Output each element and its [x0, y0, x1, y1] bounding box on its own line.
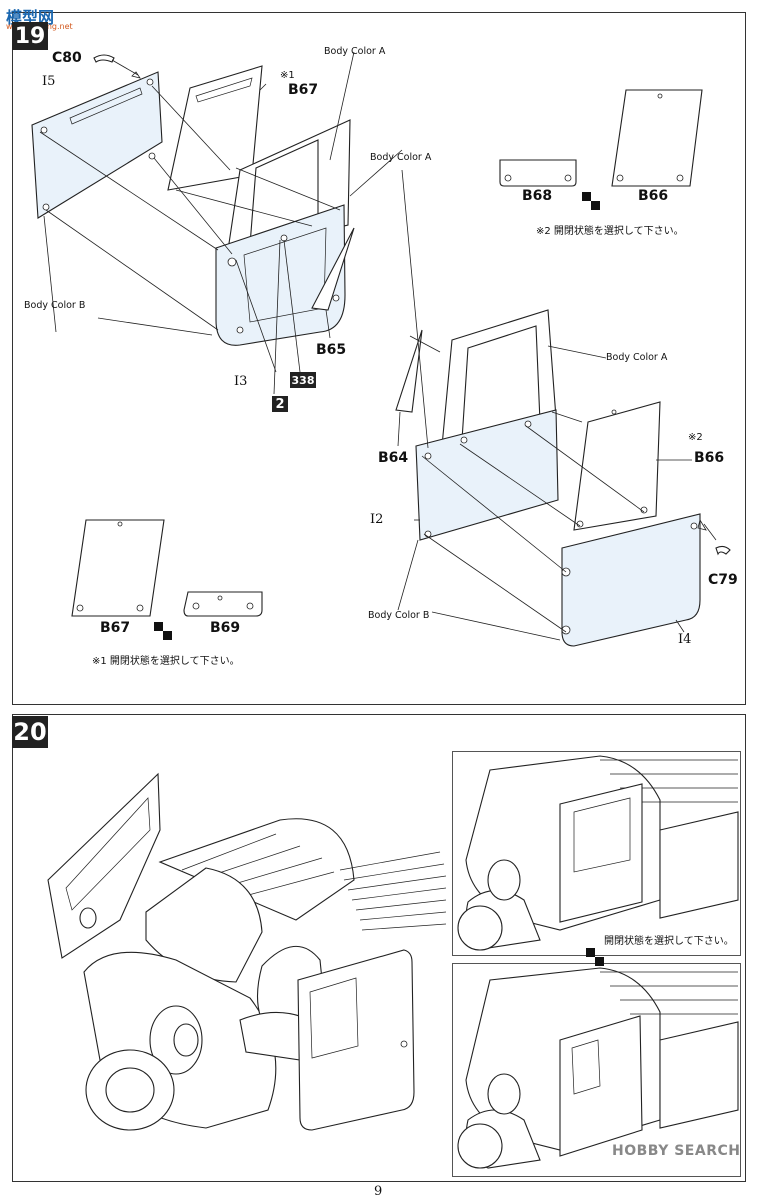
label-c80: C80 — [52, 50, 82, 66]
step-20-number: 20 — [12, 716, 48, 748]
subview-frame-closed — [452, 751, 741, 956]
paint-number-badge: 338 — [290, 372, 316, 388]
note-2-text: ※2 開閉状態を選択して下さい。 — [536, 226, 684, 237]
label-body-color-b-left: Body Color B — [24, 300, 86, 311]
label-body-color-a-top: Body Color A — [370, 152, 432, 163]
label-c79: C79 — [708, 572, 738, 588]
label-body-color-a-mid: Body Color A — [606, 352, 668, 363]
car-subview-open — [457, 967, 739, 1169]
label-b66-option: B66 — [638, 188, 669, 204]
label-i5: I5 — [42, 74, 56, 89]
car-subview-closed — [457, 755, 739, 951]
part-c79 — [715, 545, 731, 556]
part-b66-option — [611, 89, 703, 187]
label-b65: B65 — [316, 342, 347, 358]
part-i2-panel — [415, 409, 559, 541]
label-body-color-b-right: Body Color B — [368, 610, 430, 621]
choose-icon — [586, 948, 604, 966]
label-b66-right: B66 — [694, 450, 725, 466]
choose-icon — [582, 192, 600, 210]
part-b68 — [499, 159, 577, 187]
label-b67-option: B67 — [100, 620, 131, 636]
note-2-mark: ※2 — [688, 432, 703, 443]
label-b67: B67 — [288, 82, 319, 98]
paint-sub-badge: 2 — [272, 396, 288, 412]
note-1-mark: ※1 — [280, 70, 295, 81]
step-20-panel — [12, 714, 746, 1182]
part-b69 — [183, 591, 263, 617]
step-19-panel — [12, 12, 746, 705]
part-i5-panel — [31, 71, 163, 219]
label-b64: B64 — [378, 450, 409, 466]
label-body-color-a-left: Body Color A — [324, 46, 386, 57]
note-1-text: ※1 開閉状態を選択して下さい。 — [92, 656, 240, 667]
label-b69: B69 — [210, 620, 241, 636]
choose-icon — [154, 622, 172, 640]
car-illustration-main — [47, 772, 447, 1131]
part-b66-right — [573, 401, 661, 531]
label-b68: B68 — [522, 188, 553, 204]
subview-note: 開閉状態を選択して下さい。 — [604, 936, 734, 947]
part-i4-panel — [561, 513, 701, 647]
label-i4: I4 — [678, 632, 692, 647]
part-b64 — [395, 329, 423, 413]
part-c80 — [93, 54, 115, 63]
step-19-number: 19 — [12, 22, 48, 50]
hobby-search-watermark: HOBBY SEARCH — [612, 1143, 741, 1159]
part-b65 — [311, 227, 355, 311]
page-number: 9 — [374, 1184, 383, 1199]
part-b67-option — [71, 519, 165, 617]
label-i3: I3 — [234, 374, 248, 389]
label-i2: I2 — [370, 512, 384, 527]
